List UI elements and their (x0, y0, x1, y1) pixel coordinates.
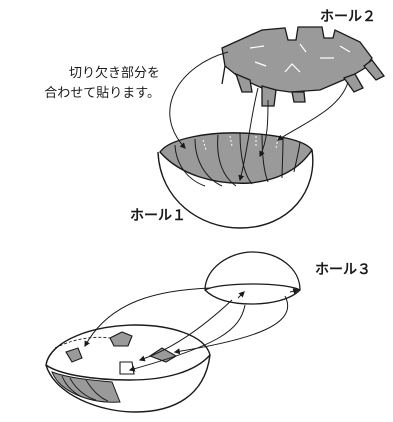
hole3-label: ホール３ (315, 262, 371, 278)
instruction-line-2: 合わせて貼ります。 (44, 86, 160, 101)
hole2-to-hole1-arrows (169, 51, 349, 182)
hole2-cap-piece (221, 26, 385, 107)
instruction-line-1: 切り欠き部分を (68, 66, 160, 81)
hole1-hemisphere (157, 132, 314, 229)
hole3-base-hemisphere (45, 324, 211, 413)
hole1-label: ホール１ (130, 208, 186, 224)
hole2-label: ホール２ (320, 9, 376, 25)
instruction-text: 切り欠き部分を 合わせて貼ります。 (44, 64, 160, 104)
hole3-arrows (84, 287, 300, 372)
hole3-dome (204, 251, 301, 305)
hole2-cut-marks (249, 43, 351, 73)
